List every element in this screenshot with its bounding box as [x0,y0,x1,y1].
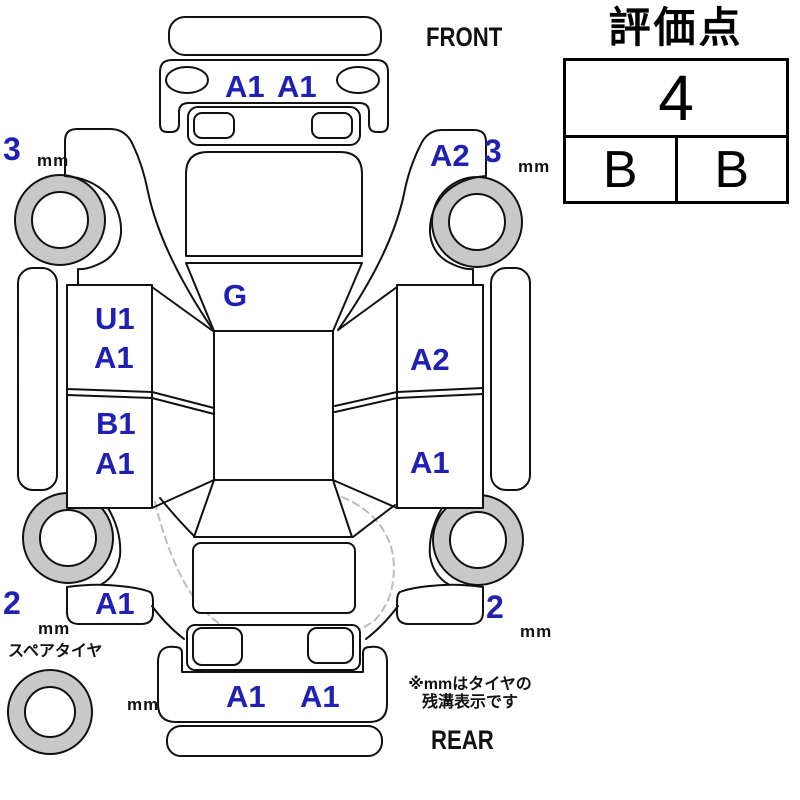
mark-rear-bumper-right: A1 [300,679,340,714]
front-caption: FRONT [426,22,503,52]
wheelarch-front-left [64,175,123,288]
tread-front-left-unit: mm [37,151,70,170]
rear-window [193,479,353,538]
tread-footnote: ※mmはタイヤの 残溝表示です [392,676,548,712]
hood [185,151,363,257]
spare-tire [7,669,93,755]
car-diagram [7,16,531,757]
grille-right [311,112,353,139]
trunk [192,542,356,614]
tail-light-left [192,627,243,666]
grille-left [193,112,235,139]
wheel-rear-right [432,494,524,586]
tread-front-right-unit: mm [518,157,551,176]
mark-rear-bumper-left: A1 [226,679,266,714]
tread-footnote-line1: ※mmはタイヤの [408,676,532,693]
tread-rear-right-unit: mm [520,622,553,641]
rear-lower-trim [166,725,383,757]
mark-right-front-door: A2 [410,342,450,377]
tread-rear-left-unit: mm [38,619,71,638]
tread-footnote-line2: 残溝表示です [421,694,518,711]
quarter-rear-left [66,583,154,625]
fender-front-right [337,129,487,331]
mark-left-rear-door-bottom: A1 [95,446,135,481]
c-pillar-right [352,504,396,538]
front-fascia [159,59,389,133]
roof [213,330,334,481]
tread-spare-unit: mm [127,695,160,714]
quarter-rear-right [396,583,484,625]
mark-windshield: G [223,278,248,313]
tail-light-right [307,627,354,664]
rear-bumper [157,645,388,723]
rating-sub-right: B [714,140,750,199]
mark-right-rear-door: A1 [410,445,450,480]
tread-front-left-value: 3 [3,131,21,167]
mark-front-bumper-right: A1 [277,69,317,104]
rear-caption: REAR [431,725,494,755]
mark-left-front-door-top: U1 [95,301,135,336]
rating-sub-left: B [566,138,678,201]
wheel-rear-left [22,492,114,584]
rocker-left [17,267,58,491]
c-pillar-left [159,497,195,537]
mark-front-bumper-left: A1 [225,69,265,104]
mark-left-front-door-bottom: A1 [94,340,134,375]
tread-rear-right-value: 2 [486,589,504,625]
tread-front-right-value: 3 [484,133,502,169]
quarter-left-connector [151,605,185,640]
rocker-right [490,267,531,491]
hatch-dashed-outline [154,496,395,635]
fender-front-left [64,128,214,331]
front-bumper [168,16,382,56]
wheel-front-right [431,176,523,268]
headlight-left [165,66,209,94]
rating-title: 評価点 [608,4,744,51]
headlight-right [336,66,380,94]
mark-left-rear-door-top: B1 [96,406,136,441]
quarter-right-connector [365,605,399,640]
rating-grade: 4 [566,61,786,138]
spare-tire-label: スペアタイヤ [8,643,103,660]
wheelarch-front-right [428,175,487,288]
mark-left-rear-quarter: A1 [95,586,135,621]
doors-right [332,284,484,509]
windshield [185,262,363,332]
rating-sub-row: B B [566,138,786,201]
tread-rear-left-value: 2 [3,585,21,621]
rating-table: 4 B B [563,58,789,204]
wheel-front-left [14,174,106,266]
mark-front-right-fender: A2 [430,138,470,173]
doors-left [66,284,215,509]
